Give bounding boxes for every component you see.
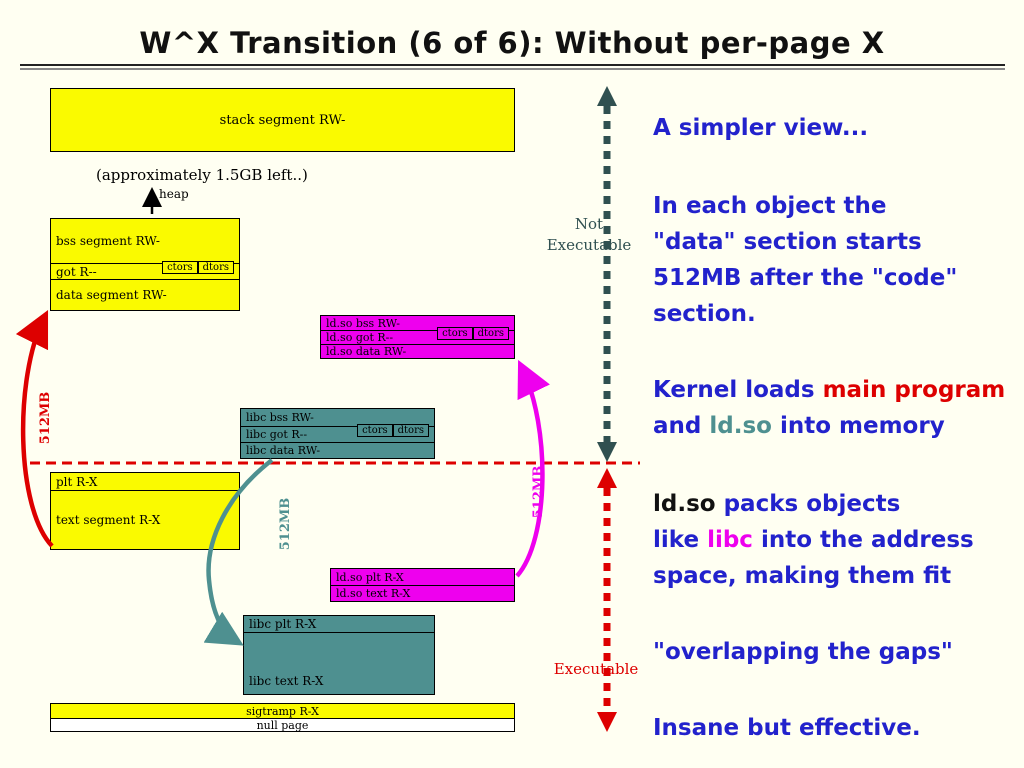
ldso-data-label: ld.so data RW- <box>326 345 407 358</box>
note-data-section: In each object the "data" section starts… <box>653 188 957 332</box>
ldso-512mb-label: 512MB <box>531 466 546 519</box>
libc-plt-row: libc plt R-X <box>244 616 434 632</box>
libc-bss-row: libc bss RW- <box>241 409 434 426</box>
note-line: like libc into the address <box>653 522 974 558</box>
ldso-got-label: ld.so got R-- <box>326 331 394 344</box>
ctors-dtors-group: ctors dtors <box>357 424 429 437</box>
ctors-dtors-group: ctors dtors <box>162 261 234 274</box>
not-label-line1: Not <box>574 215 604 233</box>
notes-column: A simpler view... In each object the "da… <box>653 0 1019 768</box>
note-line: and ld.so into memory <box>653 408 1005 444</box>
libc-data-row: libc data RW- <box>241 442 434 458</box>
note-line: space, making them fit <box>653 563 952 589</box>
note-text: like <box>653 527 708 553</box>
got-row: got R-- ctors dtors <box>51 261 239 279</box>
page-title: W^X Transition (6 of 6): Without per-pag… <box>139 26 885 60</box>
note-text: Kernel loads <box>653 377 823 403</box>
note-text: into the address <box>752 527 974 553</box>
plt-row: plt R-X <box>51 473 239 490</box>
libc-got-label: libc got R-- <box>246 428 308 441</box>
note-text: packs objects <box>715 491 901 517</box>
data-segment-row: data segment RW- <box>51 279 239 310</box>
bss-segment-label: bss segment RW- <box>56 234 160 248</box>
sigtramp-row: sigtramp R-X <box>51 704 514 718</box>
got-label: got R-- <box>56 264 97 279</box>
libc-text-segment-box: libc plt R-X libc text R-X <box>243 615 435 695</box>
null-page-row: null page <box>51 718 514 732</box>
note-line: "data" section starts <box>653 229 922 255</box>
note-text: into memory <box>771 413 945 439</box>
ldso-bss-row: ld.so bss RW- <box>321 316 514 330</box>
note-simpler-view: A simpler view... <box>653 115 869 141</box>
note-kernel-loads: Kernel loads main program and ld.so into… <box>653 372 1005 444</box>
not-executable-label: Not Executable <box>538 214 640 256</box>
text-segment-row: text segment R-X <box>51 490 239 549</box>
ldso-plt-label: ld.so plt R-X <box>336 570 404 584</box>
note-line: ld.so packs objects <box>653 486 974 522</box>
ctors-dtors-group: ctors dtors <box>437 327 509 340</box>
main-512mb-label: 512MB <box>38 392 53 445</box>
ldso-highlight: ld.so <box>709 413 772 439</box>
text-segment-label: text segment R-X <box>56 513 161 527</box>
note-line: Kernel loads main program <box>653 372 1005 408</box>
note-overlapping-gaps: "overlapping the gaps" <box>653 639 953 665</box>
note-line: 512MB after the "code" <box>653 265 958 291</box>
note-text: and <box>653 413 710 439</box>
plt-label: plt R-X <box>56 474 98 489</box>
executable-arrow <box>597 468 617 732</box>
bottom-bars: sigtramp R-X null page <box>50 703 515 732</box>
dtors-box: dtors <box>197 261 234 274</box>
libc-highlight: libc <box>707 527 753 553</box>
bss-segment-row: bss segment RW- <box>51 219 239 263</box>
libc-plt-label: libc plt R-X <box>249 617 317 631</box>
libc-bss-label: libc bss RW- <box>246 411 314 424</box>
ldso-data-row: ld.so data RW- <box>321 344 514 358</box>
ctors-box: ctors <box>162 261 198 274</box>
ldso-plt-row: ld.so plt R-X <box>331 569 514 585</box>
ldso-text-segment-box: ld.so plt R-X ld.so text R-X <box>330 568 515 602</box>
null-page-label: null page <box>256 718 309 732</box>
title-underline <box>20 64 1005 70</box>
ldso-text-row: ld.so text R-X <box>331 585 514 601</box>
libc-text-row: libc text R-X <box>244 632 434 694</box>
ldso-text-label: ld.so text R-X <box>336 587 411 600</box>
dtors-box: dtors <box>472 327 509 340</box>
note-ldso-packs: ld.so packs objects like libc into the a… <box>653 486 974 594</box>
ldso-bss-label: ld.so bss RW- <box>326 316 400 330</box>
main-512mb-curve-arrow <box>15 309 54 548</box>
main-text-segment-box: plt R-X text segment R-X <box>50 472 240 550</box>
ldso-512mb-curve-arrow <box>515 359 550 578</box>
executable-label: Executable <box>553 660 639 678</box>
ldso-got-row: ld.so got R-- ctors dtors <box>321 327 514 344</box>
ldso-word: ld.so <box>653 491 716 517</box>
libc-text-label: libc text R-X <box>249 674 324 688</box>
sigtramp-label: sigtramp R-X <box>246 704 319 718</box>
note-line: section. <box>653 301 756 327</box>
stack-segment-label: stack segment RW- <box>219 112 346 128</box>
note-line: In each object the <box>653 193 887 219</box>
libc-512mb-label: 512MB <box>278 498 293 551</box>
main-program-highlight: main program <box>822 377 1006 403</box>
not-label-line2: Executable <box>546 236 632 254</box>
libc-data-label: libc data RW- <box>246 444 321 457</box>
note-insane-effective: Insane but effective. <box>653 715 921 741</box>
ctors-box: ctors <box>357 424 393 437</box>
heap-label: heap <box>159 187 189 201</box>
free-space-label: (approximately 1.5GB left..) <box>96 166 308 184</box>
ldso-data-segment-box: ld.so bss RW- ld.so got R-- ctors dtors … <box>320 315 515 359</box>
data-segment-label: data segment RW- <box>56 288 167 302</box>
dtors-box: dtors <box>392 424 429 437</box>
ctors-box: ctors <box>437 327 473 340</box>
main-data-segment-box: bss segment RW- got R-- ctors dtors data… <box>50 218 240 311</box>
libc-got-row: libc got R-- ctors dtors <box>241 424 434 442</box>
not-executable-arrow <box>597 86 617 462</box>
libc-data-segment-box: libc bss RW- libc got R-- ctors dtors li… <box>240 408 435 459</box>
stack-segment-box: stack segment RW- <box>50 88 515 152</box>
